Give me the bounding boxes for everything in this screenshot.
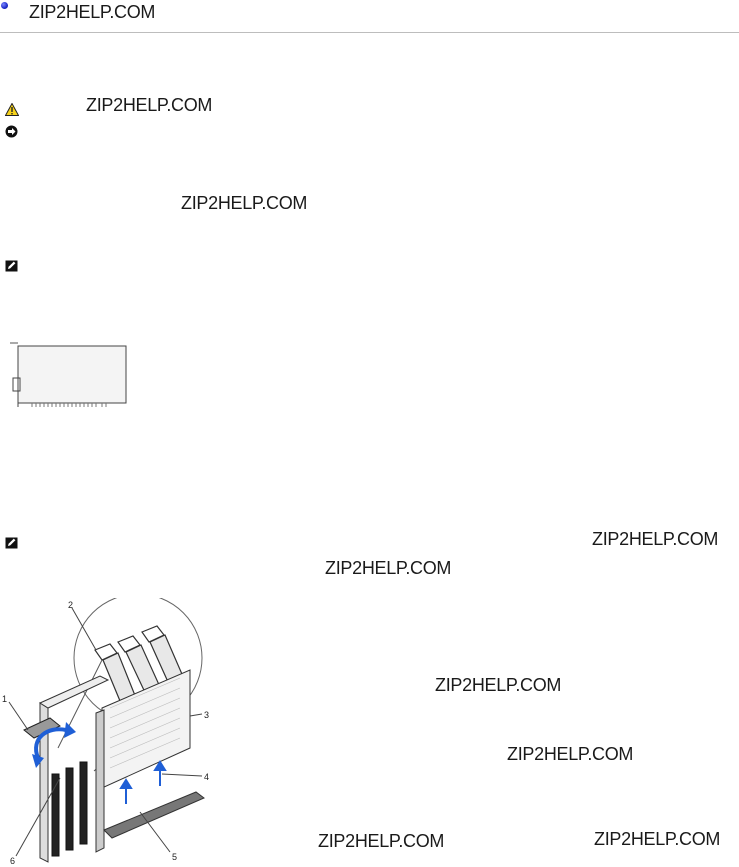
callout-1: 1 (2, 694, 7, 704)
note-pencil-icon (5, 260, 18, 272)
note-watermark-right: ZIP2HELP.COM (592, 529, 719, 549)
step-watermark-4: ZIP2HELP.COM (594, 829, 721, 849)
notice-arrow-icon (5, 125, 18, 138)
blue-bullet-icon (1, 2, 8, 9)
section-watermark: ZIP2HELP.COM (181, 193, 308, 213)
callout-5: 5 (172, 852, 177, 862)
header-divider (0, 32, 739, 33)
callout-3: 3 (204, 710, 209, 720)
step-watermark-2: ZIP2HELP.COM (507, 744, 634, 764)
header-watermark: ZIP2HELP.COM (29, 2, 156, 22)
step-watermark-3: ZIP2HELP.COM (318, 831, 445, 851)
caution-watermark: ZIP2HELP.COM (86, 95, 213, 115)
caution-triangle-icon (5, 103, 19, 116)
callout-6: 6 (10, 856, 15, 866)
note-watermark-center: ZIP2HELP.COM (325, 558, 452, 578)
card-install-illustration: 1 2 3 4 5 6 (2, 598, 209, 866)
expansion-card-illustration (10, 342, 127, 407)
note-pencil-icon-2 (5, 537, 18, 549)
step-watermark-1: ZIP2HELP.COM (435, 675, 562, 695)
callout-2: 2 (68, 600, 73, 610)
callout-4: 4 (204, 772, 209, 782)
